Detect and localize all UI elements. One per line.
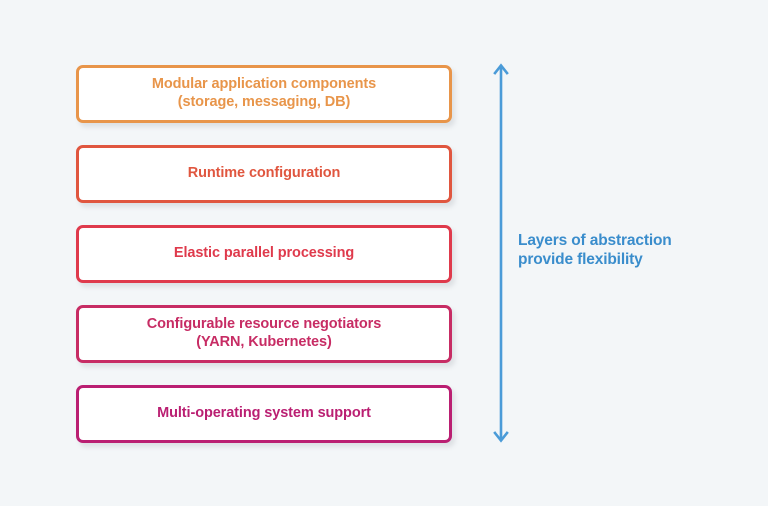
layer-label: Runtime configuration xyxy=(187,165,341,182)
layer-box-multi-operating-system-support[interactable]: Multi-operating system support xyxy=(76,385,452,443)
double-headed-vertical-arrow-icon xyxy=(493,62,509,444)
layer-label: Elastic parallel processing xyxy=(173,245,355,262)
abstraction-caption: Layers of abstraction provide flexibilit… xyxy=(518,232,672,269)
layer-box-configurable-resource-negotiators[interactable]: Configurable resource negotiators (YARN,… xyxy=(76,305,452,363)
layer-label: Modular application components (storage,… xyxy=(151,76,377,110)
layer-box-elastic-parallel-processing[interactable]: Elastic parallel processing xyxy=(76,225,452,283)
layer-label: Configurable resource negotiators (YARN,… xyxy=(146,316,382,350)
layer-stack: Modular application components (storage,… xyxy=(76,65,452,443)
layer-box-modular-application-components[interactable]: Modular application components (storage,… xyxy=(76,65,452,123)
layer-label: Multi-operating system support xyxy=(157,405,371,422)
layer-box-runtime-configuration[interactable]: Runtime configuration xyxy=(76,145,452,203)
